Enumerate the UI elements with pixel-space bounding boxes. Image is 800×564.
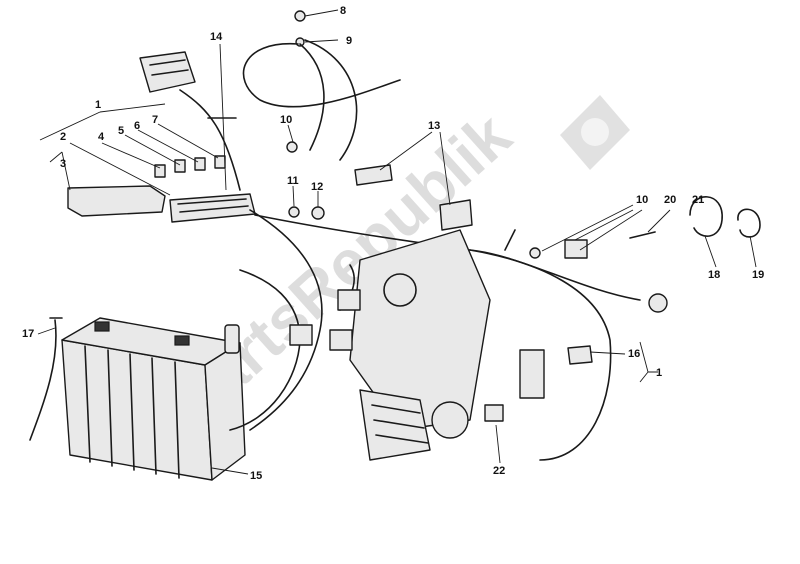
callout-19: 19 — [752, 269, 764, 281]
hose-clamps — [629, 196, 761, 239]
callout-8: 8 — [340, 5, 346, 17]
callout-12: 12 — [311, 181, 323, 193]
callout-5: 5 — [118, 125, 124, 137]
callout-2: 2 — [60, 131, 66, 143]
callout-6: 6 — [134, 120, 140, 132]
callout-7: 7 — [152, 114, 158, 126]
relays-and-connectors — [207, 117, 593, 422]
callout-1-right: 1 — [656, 367, 662, 379]
callout-15: 15 — [250, 470, 262, 482]
callout-14: 14 — [210, 31, 223, 43]
leader-lines — [37, 9, 757, 475]
callout-labels: 1 2 3 4 5 6 7 8 9 10 11 12 13 14 15 16 1… — [22, 5, 764, 482]
vent-hose — [29, 317, 63, 441]
callout-10-right: 10 — [636, 194, 648, 206]
multi-pin-connector — [139, 51, 241, 191]
main-harness — [229, 209, 668, 461]
callout-4: 4 — [98, 131, 105, 143]
callout-18: 18 — [708, 269, 720, 281]
callout-20: 20 — [664, 194, 676, 206]
callout-10-left: 10 — [280, 114, 292, 126]
callout-13: 13 — [428, 120, 440, 132]
fuse-box-group — [67, 155, 256, 223]
callout-21: 21 — [692, 194, 704, 206]
ground-cable — [242, 10, 401, 161]
callout-9: 9 — [346, 35, 352, 47]
callout-17: 17 — [22, 328, 34, 340]
callout-16: 16 — [628, 348, 640, 360]
mounting-plate — [349, 229, 491, 461]
callout-1-top: 1 — [95, 99, 101, 111]
callout-22: 22 — [493, 465, 505, 477]
callout-3: 3 — [60, 158, 66, 170]
callout-11: 11 — [287, 175, 299, 187]
battery — [61, 317, 246, 481]
